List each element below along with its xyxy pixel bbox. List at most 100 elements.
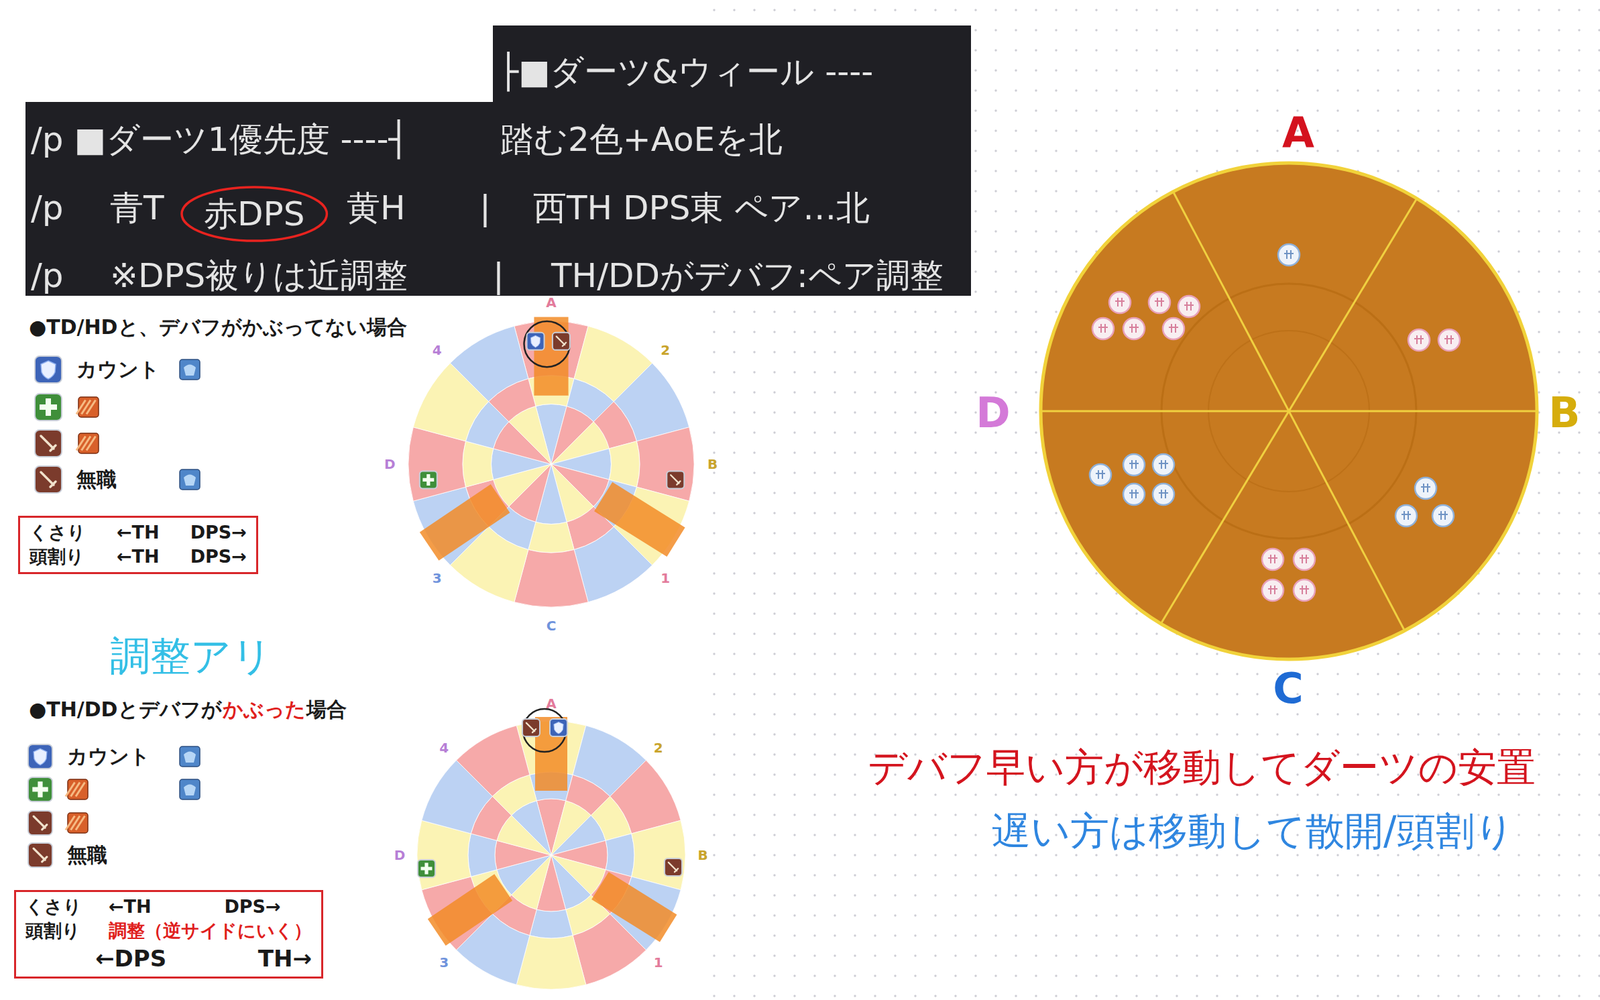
sword-symbol: [668, 862, 678, 872]
marker-disc: [1123, 483, 1145, 505]
healer-icon: [419, 470, 438, 489]
waymark-label: C: [1272, 663, 1304, 714]
wheel-sector: [529, 909, 573, 939]
icon-frame: [417, 859, 436, 878]
marker-disc: [1278, 244, 1300, 266]
icon-frame: [549, 718, 568, 737]
marker-disc: [1408, 329, 1430, 351]
sword-symbol: [526, 722, 536, 733]
strategy-note: デバフ早い方が移動してダーツの安置: [867, 744, 1536, 792]
shield-symbol: [40, 360, 56, 379]
waymark-label: D: [384, 455, 396, 473]
marker-glyph: [1154, 297, 1165, 307]
icon-frame: [28, 744, 53, 769]
debuff-stripe: [76, 436, 86, 451]
player-marker: [1092, 317, 1114, 340]
waymark-label: 4: [439, 739, 449, 756]
player-marker: [1438, 329, 1460, 351]
rule-text: TH→: [258, 944, 312, 973]
player-marker: [1162, 317, 1185, 340]
icon-frame: [34, 429, 62, 457]
player-marker: [1089, 464, 1112, 486]
marker-disc: [1123, 317, 1145, 340]
marker-glyph: [1095, 470, 1106, 479]
marker-glyph: [1414, 335, 1424, 345]
player-marker: [1109, 291, 1131, 314]
player-marker: [1123, 317, 1145, 340]
marker-glyph: [1444, 335, 1454, 345]
player-marker: [1262, 548, 1284, 570]
dps-icon: [34, 429, 62, 457]
waymark-label: B: [697, 846, 708, 864]
debuff-symbol: [183, 784, 196, 796]
icon-frame: [34, 466, 62, 493]
marker-disc: [1414, 477, 1437, 499]
waymark-label: 1: [653, 954, 664, 971]
aoe-zone: [594, 482, 685, 557]
shield-symbol: [530, 335, 540, 348]
icon-frame: [34, 356, 62, 383]
player-marker: [1414, 477, 1437, 499]
rule-box: くさり←THDPS→頭割り←THDPS→: [18, 515, 259, 575]
marker-disc: [1152, 483, 1175, 505]
role-list: [34, 356, 200, 493]
marker-glyph: [1129, 489, 1139, 499]
wheel-sector: [613, 362, 689, 441]
wheel-sector: [608, 441, 640, 487]
macro-line: 西TH DPS東 ペア…北: [533, 187, 870, 228]
wheel-sector: [449, 325, 528, 402]
player-marker: [1262, 579, 1284, 601]
arena-wheel: [408, 317, 695, 607]
section-heading: かぶった: [222, 697, 306, 722]
rule-text: 頭割り: [25, 920, 82, 942]
ellipse-stroke: [181, 187, 327, 241]
pair-ring: [524, 321, 570, 367]
marker-disc: [1432, 504, 1454, 527]
debuff-stripe: [71, 816, 81, 831]
rule-text: ←TH: [116, 545, 160, 568]
marker-disc: [1152, 453, 1175, 476]
player-marker: [1148, 291, 1171, 314]
wheel-sector: [610, 760, 682, 834]
debuff-stripe: [76, 400, 86, 415]
cross-symbol: [421, 863, 433, 875]
sector-line: [1161, 199, 1417, 623]
dps-icon: [28, 842, 53, 868]
marker-glyph: [1098, 323, 1108, 333]
shield-symbol: [553, 722, 564, 735]
rule-text: くさり: [29, 521, 86, 544]
debuff-stripe: [65, 816, 76, 831]
marker-glyph: [1299, 585, 1309, 595]
marker-glyph: [1115, 297, 1125, 307]
rule-text: DPS→: [190, 521, 247, 544]
count-debuff-icon: [179, 359, 200, 380]
waymark-label: D: [394, 846, 406, 864]
strategy-note: 遅い方は移動して散開/頭割り: [991, 808, 1515, 855]
marker-glyph: [1129, 460, 1139, 469]
orange-debuff-icon: [65, 779, 88, 800]
rule-text: DPS→: [223, 895, 312, 918]
aoe-zone: [419, 484, 511, 561]
rule-text: 調整（逆サイドにいく）: [108, 920, 312, 942]
icon-frame: [522, 718, 540, 737]
arena-floor: [1040, 162, 1537, 660]
count-debuff-icon: [179, 469, 200, 490]
sword-symbol: [40, 472, 56, 487]
marker-disc: [1178, 295, 1200, 318]
waymark-label: 3: [439, 954, 449, 971]
waymark-label: A: [1282, 107, 1315, 158]
wheel-sector: [468, 833, 497, 877]
player-marker: [1123, 453, 1145, 476]
debuff-symbol: [183, 364, 196, 377]
rule-text: ←TH: [116, 521, 160, 544]
wheel-sector: [462, 441, 494, 487]
tank-icon: [28, 744, 53, 769]
shield-symbol: [33, 748, 47, 765]
role-list: [28, 744, 200, 868]
marker-glyph: [1129, 323, 1139, 333]
marker-glyph: [1420, 483, 1431, 493]
dps-icon: [522, 718, 540, 737]
arena-circle: [1040, 162, 1537, 660]
healer-icon: [28, 777, 53, 802]
